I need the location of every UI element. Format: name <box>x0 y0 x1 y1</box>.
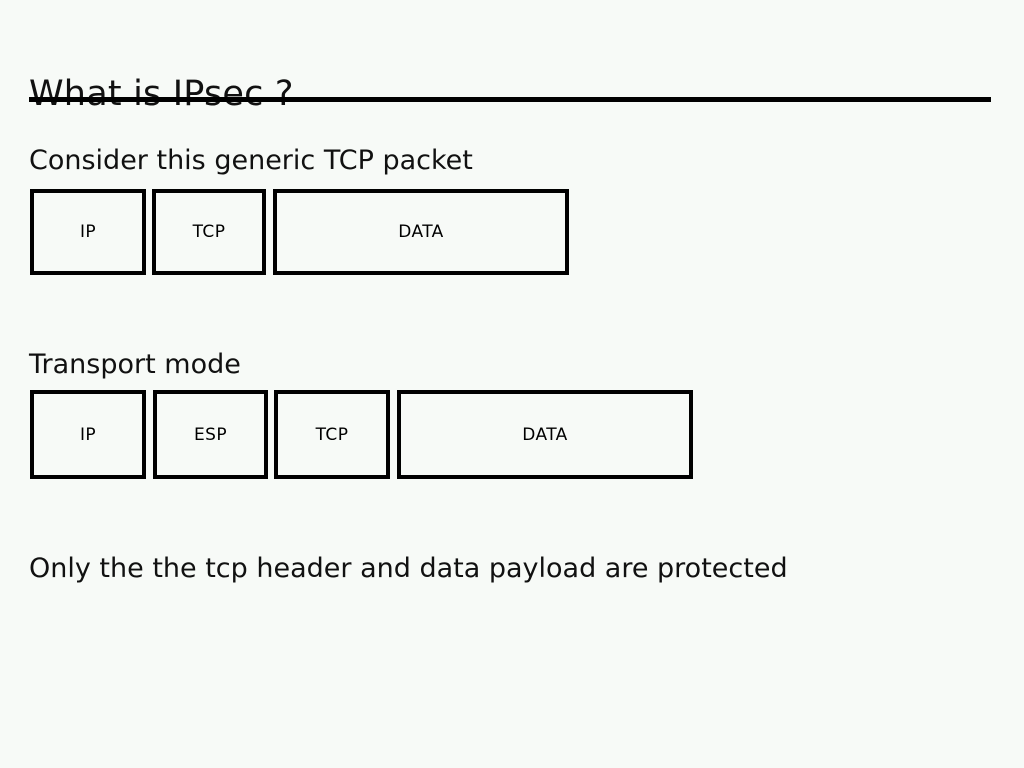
packet-field-ip-generic: IP <box>30 189 146 275</box>
packet-field-label: ESP <box>194 424 227 445</box>
packet-field-label: TCP <box>315 424 349 445</box>
packet-field-label: DATA <box>522 424 568 445</box>
packet-field-data-generic: DATA <box>273 189 569 275</box>
packet-field-tcp-transport: TCP <box>274 390 390 479</box>
packet-field-label: DATA <box>398 222 444 242</box>
title-divider <box>29 97 991 102</box>
page-title: What is IPsec ? <box>29 74 294 115</box>
packet-field-label: IP <box>79 222 97 242</box>
packet-field-label: TCP <box>192 222 226 242</box>
footer-note: Only the the tcp header and data payload… <box>29 553 788 584</box>
packet-field-ip-transport: IP <box>30 390 146 479</box>
packet-field-tcp-generic: TCP <box>152 189 266 275</box>
section-label-generic-packet: Consider this generic TCP packet <box>29 145 473 176</box>
packet-field-esp-transport: ESP <box>153 390 268 479</box>
section-label-transport-mode: Transport mode <box>29 349 241 380</box>
packet-field-label: IP <box>79 424 97 445</box>
packet-field-data-transport: DATA <box>397 390 693 479</box>
